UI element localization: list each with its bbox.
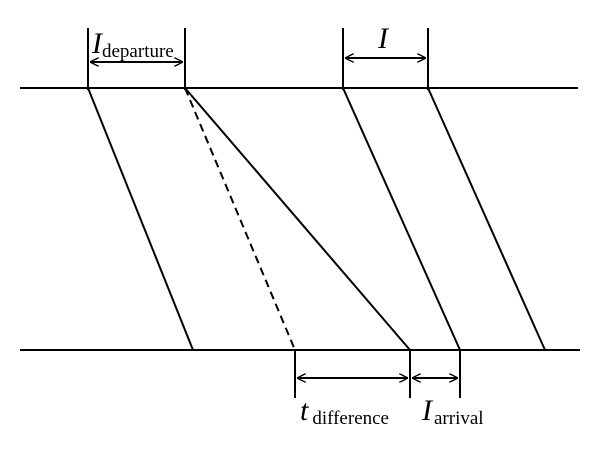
trajectory-line-3 — [342, 87, 461, 351]
departure-headway-marker — [87, 28, 186, 90]
difference-marker — [294, 350, 411, 398]
trajectory-line-4 — [427, 87, 546, 351]
difference-subscript: difference — [312, 408, 389, 429]
interval-label: I — [377, 22, 390, 55]
departure-headway-label: Ideparture — [91, 27, 174, 62]
arrival-subscript: arrival — [434, 408, 484, 429]
trajectory-line-2 — [184, 87, 411, 351]
interval-marker — [342, 28, 429, 90]
departure-subscript: departure — [102, 41, 174, 62]
difference-symbol: t — [300, 394, 309, 427]
trajectory-line-dashed — [184, 87, 296, 351]
arrival-headway-marker — [412, 350, 461, 398]
interval-symbol: I — [377, 22, 390, 55]
trajectory-line-1 — [87, 87, 194, 351]
departure-symbol: I — [91, 27, 104, 60]
arrival-symbol: I — [421, 394, 434, 427]
